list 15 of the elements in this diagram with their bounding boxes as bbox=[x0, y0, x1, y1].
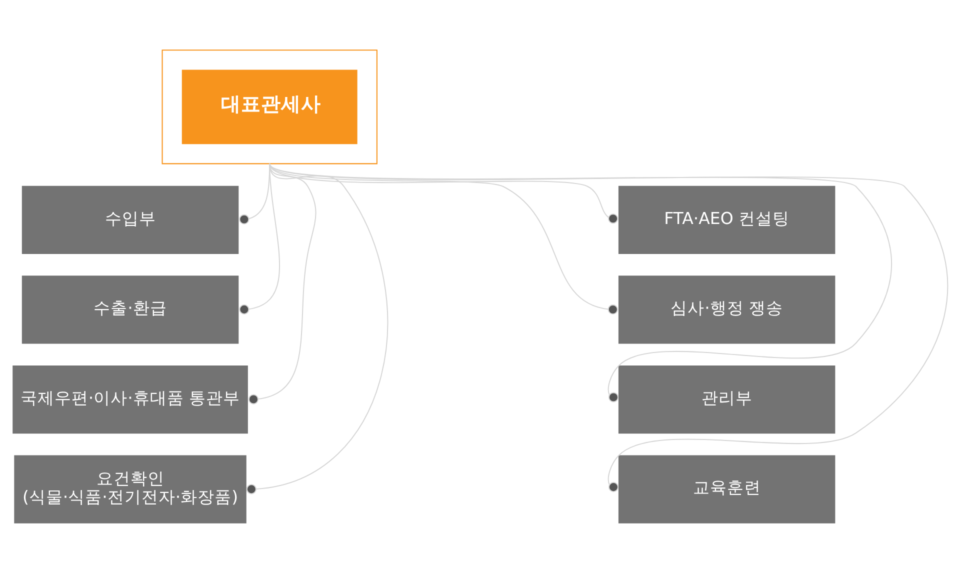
node-box: 요건확인 (식물·식품·전기전자·화장품) bbox=[14, 455, 246, 524]
node-box: 국제우편·이사·휴대품 통관부 bbox=[12, 365, 248, 434]
node-box: 수입부 bbox=[21, 186, 238, 254]
connector bbox=[246, 164, 388, 494]
node-box: 대표관세사 bbox=[161, 50, 377, 164]
node-box: 수출·환급 bbox=[21, 276, 238, 344]
node-box: FTA·AEO 컨설팅 bbox=[618, 186, 835, 254]
connector bbox=[268, 163, 892, 402]
connector bbox=[248, 164, 316, 404]
node-box: 관리부 bbox=[618, 365, 835, 434]
node-box: 교육훈련 bbox=[618, 455, 835, 524]
connector bbox=[268, 163, 618, 224]
node-box: 심사·행정 쟁송 bbox=[618, 276, 835, 344]
connector bbox=[268, 163, 948, 492]
connector bbox=[268, 163, 618, 315]
